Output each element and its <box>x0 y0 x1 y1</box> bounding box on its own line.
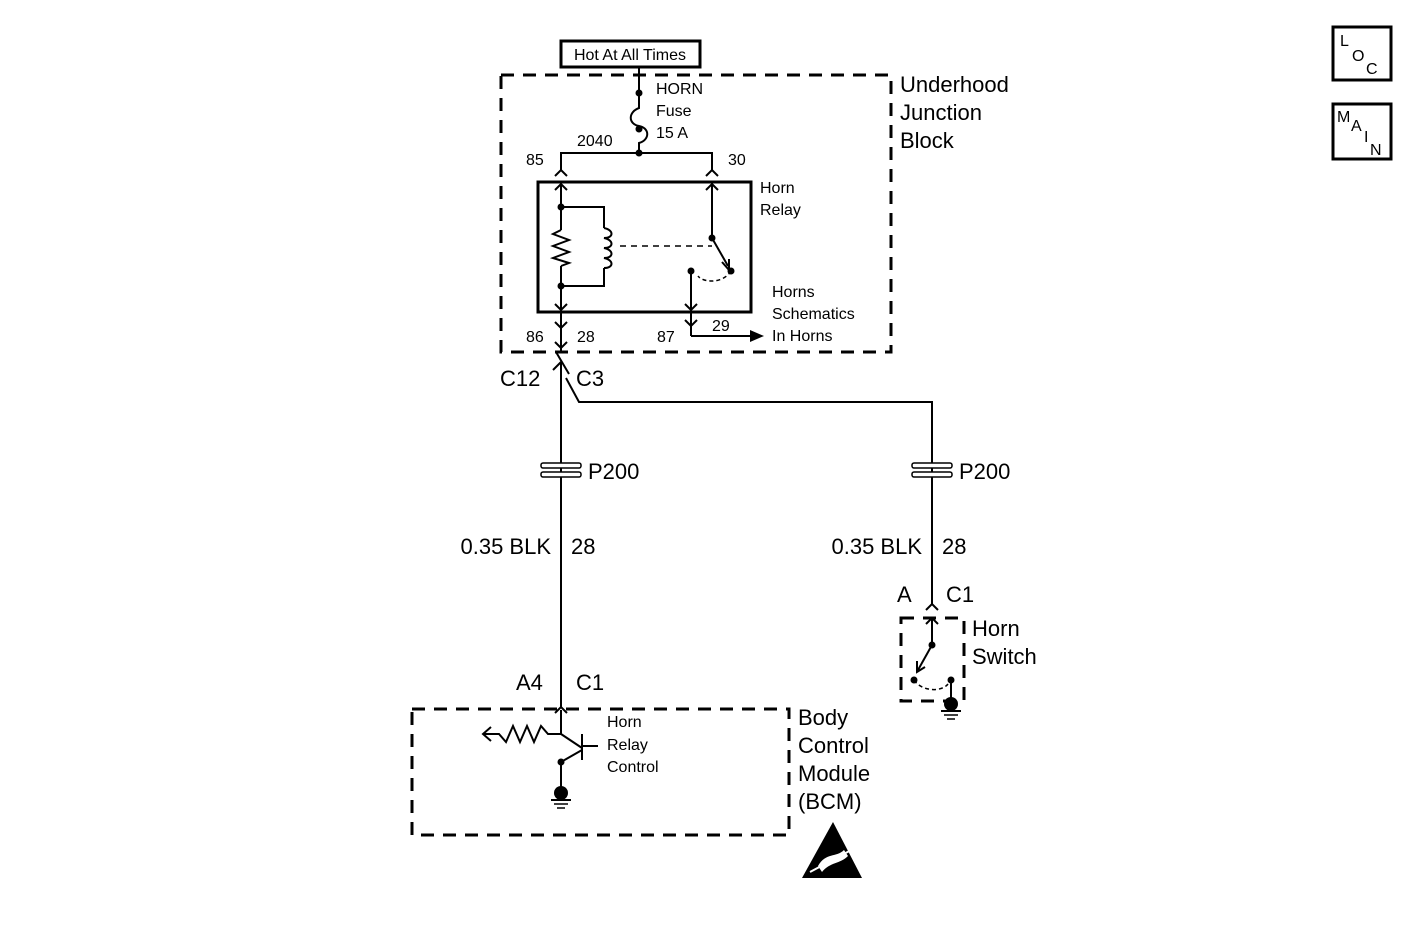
pin-85-label: 85 <box>526 152 544 169</box>
right-branch-wire <box>565 377 933 604</box>
left-splice-label: P200 <box>588 459 639 484</box>
main-letter-n: N <box>1370 142 1382 159</box>
fuse-label-2: Fuse <box>656 103 692 120</box>
supply-box: Hot At All Times <box>559 39 702 69</box>
left-wire-circuit: 28 <box>571 534 595 559</box>
horn-switch-name-2: Switch <box>972 644 1037 669</box>
junction-block-outline <box>499 73 893 354</box>
left-splice-p200-symbol <box>540 462 582 478</box>
bcm-driver-label-1: Horn <box>607 714 642 731</box>
pin-87-label: 87 <box>657 329 675 346</box>
horns-ref-label-2: Schematics <box>772 306 855 323</box>
main-letter-a: A <box>1351 118 1362 135</box>
c12-c3-terminal <box>552 351 570 375</box>
right-wire-label: 0.35 BLK <box>831 534 922 559</box>
fuse-label-1: HORN <box>656 81 703 98</box>
horn-switch-ground-icon <box>941 697 961 720</box>
pin-86-label: 86 <box>526 329 544 346</box>
bcm-outline <box>410 707 791 837</box>
fuse-label-3: 15 A <box>656 125 688 142</box>
horns-ref-label-3: In Horns <box>772 328 832 345</box>
right-wire-circuit: 28 <box>942 534 966 559</box>
bcm-driver-label-2: Relay <box>607 737 648 754</box>
bcm-ground-icon <box>551 786 571 809</box>
horn-switch-name-1: Horn <box>972 616 1020 641</box>
junction-block-name-3: Block <box>900 128 955 153</box>
horn-switch-connector-c1-label: C1 <box>946 582 974 607</box>
pin-85-30-terminals <box>554 168 719 177</box>
circuit-2040-label: 2040 <box>577 133 613 150</box>
bcm-name-4: (BCM) <box>798 789 862 814</box>
junction-block-name-1: Underhood <box>900 72 1009 97</box>
bcm-name-3: Module <box>798 761 870 786</box>
horn-relay-box <box>536 180 753 314</box>
right-splice-label: P200 <box>959 459 1010 484</box>
right-splice-p200-symbol <box>911 462 953 478</box>
pin-30-label: 30 <box>728 152 746 169</box>
relay-coil-symbol <box>549 182 712 312</box>
bcm-name-1: Body <box>798 705 848 730</box>
pin-29-label: 29 <box>712 318 730 335</box>
bcm-connector-c1-label: C1 <box>576 670 604 695</box>
horns-arrow-icon <box>750 330 764 342</box>
supply-label: Hot At All Times <box>574 47 686 64</box>
left-wire-label: 0.35 BLK <box>460 534 551 559</box>
connector-c3-label: C3 <box>576 366 604 391</box>
main-letter-m: M <box>1337 109 1350 126</box>
connector-c12-label: C12 <box>500 366 540 391</box>
horn-switch-pin-a-label: A <box>897 582 912 607</box>
main-button[interactable]: M A I N <box>1331 102 1393 161</box>
bcm-name-2: Control <box>798 733 869 758</box>
esd-warning-icon <box>802 822 862 878</box>
horn-fuse-symbol <box>629 67 649 157</box>
junction-block-name-2: Junction <box>900 100 982 125</box>
horns-ref-label-1: Horns <box>772 284 815 301</box>
bcm-transistor-symbol <box>481 710 598 792</box>
horn-relay-label-1: Horn <box>760 180 795 197</box>
bcm-driver-label-3: Control <box>607 759 659 776</box>
pin-86-terminals <box>554 321 568 350</box>
loc-button[interactable]: L O C <box>1331 25 1393 82</box>
loc-letter-l: L <box>1340 33 1349 50</box>
pin-87-terminal <box>684 319 698 328</box>
relay-switch-symbol <box>684 182 735 312</box>
bcm-terminal <box>554 705 568 714</box>
main-letter-i: I <box>1364 129 1368 146</box>
loc-letter-o: O <box>1352 48 1364 65</box>
horn-relay-label-2: Relay <box>760 202 801 219</box>
bcm-pin-a4-label: A4 <box>516 670 543 695</box>
loc-letter-c: C <box>1366 61 1378 78</box>
fuse-bus <box>560 152 713 170</box>
pin-28-label: 28 <box>577 329 595 346</box>
